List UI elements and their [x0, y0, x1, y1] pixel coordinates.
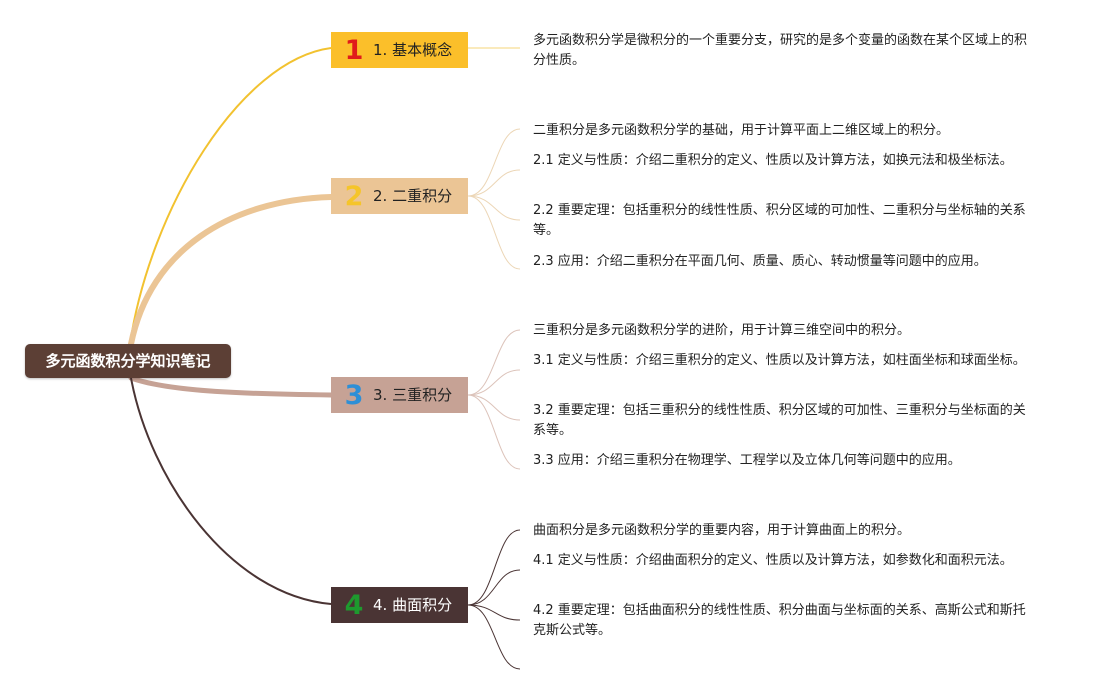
- leaf-node[interactable]: 3.3 应用：介绍三重积分在物理学、工程学以及立体几何等问题中的应用。: [533, 453, 961, 468]
- link-topic-4-leaf-3: [467, 604, 521, 621]
- number-2-icon: 2: [344, 181, 364, 212]
- link-topic-4-leaf-1: [467, 529, 521, 606]
- number-3-icon: 3: [344, 380, 364, 411]
- leaf-node[interactable]: 曲面积分是多元函数积分学的重要内容，用于计算曲面上的积分。: [533, 523, 911, 538]
- topic-node-1[interactable]: 1 1. 基本概念: [331, 32, 468, 68]
- leaf-node[interactable]: 2.1 定义与性质：介绍二重积分的定义、性质以及计算方法，如换元法和极坐标法。: [533, 153, 1013, 168]
- link-root-topic-1: [129, 47, 332, 345]
- link-topic-2-leaf-3: [467, 195, 521, 221]
- topic-label: 2. 二重积分: [373, 187, 453, 205]
- link-topic-2-leaf-2: [467, 169, 521, 197]
- topic-label: 3. 三重积分: [373, 386, 453, 404]
- topic-node-3[interactable]: 3 3. 三重积分: [331, 377, 468, 413]
- leaf-node[interactable]: 4.2 重要定理：包括曲面积分的线性性质、积分曲面与坐标面的关系、高斯公式和斯托…: [533, 603, 1026, 638]
- leaf-node[interactable]: 2.2 重要定理：包括重积分的线性性质、积分区域的可加性、二重积分与坐标轴的关系…: [533, 203, 1026, 238]
- link-topic-4-leaf-4: [467, 604, 521, 670]
- leaf-node[interactable]: 3.1 定义与性质：介绍三重积分的定义、性质以及计算方法，如柱面坐标和球面坐标。: [533, 353, 1026, 368]
- leaf-node[interactable]: 3.2 重要定理：包括三重积分的线性性质、积分区域的可加性、三重积分与坐标面的关…: [533, 403, 1026, 438]
- leaf-node[interactable]: 多元函数积分学是微积分的一个重要分支，研究的是多个变量的函数在某个区域上的积分性…: [533, 33, 1028, 68]
- leaf-node[interactable]: 三重积分是多元函数积分学的进阶，用于计算三维空间中的积分。: [533, 323, 911, 338]
- link-root-topic-4: [130, 377, 332, 605]
- link-topic-3-leaf-2: [467, 369, 521, 396]
- leaf-node[interactable]: 二重积分是多元函数积分学的基础，用于计算平面上二维区域上的积分。: [533, 123, 950, 138]
- link-topic-3-leaf-3: [467, 394, 521, 421]
- number-4-icon: 4: [344, 590, 364, 621]
- topic-label: 4. 曲面积分: [373, 596, 453, 614]
- root-node[interactable]: 多元函数积分学知识笔记: [25, 344, 231, 378]
- link-topic-3-leaf-4: [467, 394, 521, 470]
- topic-label: 1. 基本概念: [373, 41, 453, 59]
- link-topic-4-leaf-2: [467, 569, 521, 606]
- number-1-icon: 1: [344, 35, 364, 66]
- leaf-node[interactable]: 2.3 应用：介绍二重积分在平面几何、质量、质心、转动惯量等问题中的应用。: [533, 254, 987, 269]
- topic-node-4[interactable]: 4 4. 曲面积分: [331, 587, 468, 623]
- link-topic-2-leaf-4: [467, 195, 521, 270]
- link-topic-3-leaf-1: [467, 329, 521, 396]
- link-root-topic-2: [128, 194, 334, 347]
- leaf-node[interactable]: 4.1 定义与性质：介绍曲面积分的定义、性质以及计算方法，如参数化和面积元法。: [533, 553, 1013, 568]
- link-root-topic-3: [128, 375, 334, 398]
- link-topic-2-leaf-1: [467, 128, 521, 197]
- topic-node-2[interactable]: 2 2. 二重积分: [331, 178, 468, 214]
